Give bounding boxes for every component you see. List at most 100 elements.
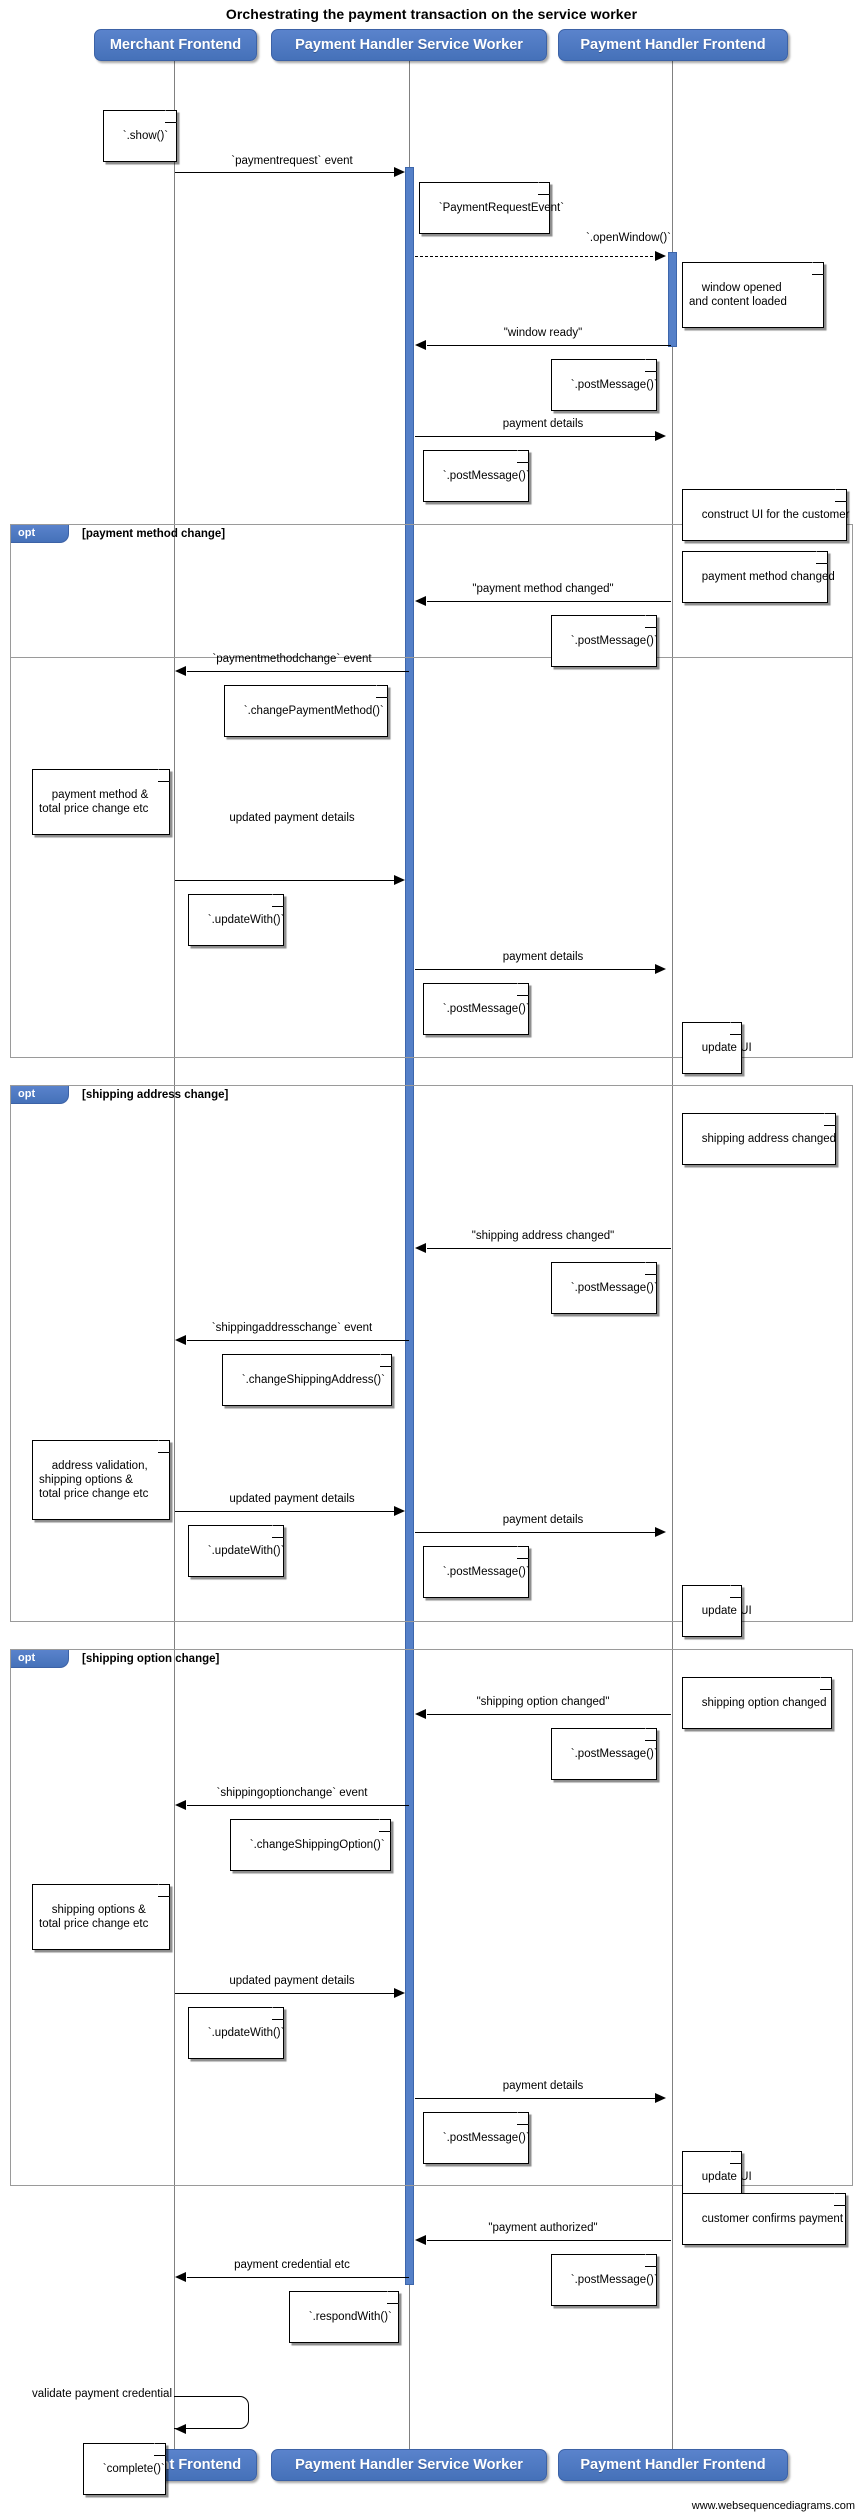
fragment-payment-method-change-body: [10, 524, 853, 1058]
arrowhead-m14: [175, 1800, 186, 1810]
arrowhead-m3: [415, 340, 426, 350]
credit-footer: www.websequencediagrams.com: [691, 2500, 855, 2512]
arrowhead-m7: [394, 875, 405, 885]
message-arrow-m16: [415, 2098, 658, 2099]
message-arrow-m11: [175, 1511, 398, 1512]
message-arrow-m9: [427, 1248, 671, 1249]
actor-bottom-frontend[interactable]: Payment Handler Frontend: [558, 2449, 788, 2481]
note-change-shipping-address: `.changeShippingAddress()`: [222, 1354, 392, 1406]
actor-bottom-service-worker[interactable]: Payment Handler Service Worker: [271, 2449, 547, 2481]
message-label-m9e: "shipping address changed": [471, 1230, 615, 1242]
message-arrow-m6: [187, 671, 409, 672]
message-label-m6b: `paymentmethodchange` event: [212, 653, 372, 665]
message-arrow-m13: [427, 1714, 671, 1715]
message-label-m18b: payment credential etc: [234, 2259, 350, 2271]
arrowhead-m8: [655, 964, 666, 974]
note-address-validation: address validation, shipping options & t…: [32, 1440, 170, 1520]
arrowhead-m2: [655, 251, 666, 261]
actor-top-frontend[interactable]: Payment Handler Frontend: [558, 29, 788, 61]
page-title: Orchestrating the payment transaction on…: [225, 6, 638, 22]
message-label-m8: payment details: [502, 951, 584, 963]
note-shipping-option-changed: shipping option changed: [682, 1677, 832, 1729]
note-update-with-1: `.updateWith()`: [188, 894, 284, 946]
message-label-m13: "shipping option changed": [476, 1696, 610, 1708]
note-payment-request-event: `PaymentRequestEvent`: [419, 182, 564, 234]
fragment-condition-3: [shipping option change]: [82, 1653, 220, 1665]
fragment-label-opt-2: opt: [11, 1086, 69, 1104]
fragment-label-opt-3: opt: [11, 1650, 69, 1668]
message-arrow-m4: [415, 436, 658, 437]
arrowhead-m19: [175, 2424, 186, 2434]
fragment-shipping-address-change: [10, 1085, 853, 1622]
lifeline-frontend: [672, 61, 673, 2451]
note-postmessage-6: `.postMessage()`: [423, 1546, 530, 1598]
message-label-m4: payment details: [502, 418, 584, 430]
actor-top-service-worker[interactable]: Payment Handler Service Worker: [271, 29, 547, 61]
note-update-ui-1: update UI: [682, 1022, 752, 1074]
arrowhead-m17: [415, 2235, 426, 2245]
message-label-m19: validate payment credential: [32, 2388, 172, 2400]
message-label-m3: "window ready": [503, 327, 583, 339]
note-change-shipping-option: `.changeShippingOption()`: [230, 1819, 391, 1871]
message-arrow-m18: [187, 2277, 409, 2278]
fragment-condition-2: [shipping address change]: [82, 1089, 229, 1101]
message-label-m5: "payment method changed": [472, 583, 614, 595]
fragment-label-opt-1: opt: [11, 525, 69, 543]
message-arrow-m15: [175, 1993, 398, 1994]
activation-service-worker: [405, 167, 414, 2285]
note-postmessage-7: `.postMessage()`: [551, 1728, 658, 1780]
message-label-m14: `shippingoptionchange` event: [216, 1787, 368, 1799]
lifeline-merchant: [174, 61, 175, 2451]
message-label-m17: "payment authorized": [488, 2222, 598, 2234]
message-label-m7: updated payment details: [229, 812, 355, 824]
arrowhead-m1: [394, 167, 405, 177]
note-postmessage-4: `.postMessage()`: [423, 983, 530, 1035]
note-show: `.show()`: [103, 110, 177, 162]
message-arrow-m8: [415, 969, 658, 970]
note-update-ui-2: update UI: [682, 1585, 752, 1637]
arrowhead-m9: [415, 1243, 426, 1253]
message-label-m2: `.openWindow()`: [586, 232, 671, 244]
arrowhead-m10: [175, 1335, 186, 1345]
message-label-m11: updated payment details: [229, 1493, 355, 1505]
note-update-with-3: `.updateWith()`: [188, 2007, 284, 2059]
arrowhead-m11: [394, 1506, 405, 1516]
note-payment-method-changed: payment method changed: [682, 551, 835, 603]
note-payment-method-price-change-b: payment method & total price change etc: [32, 769, 170, 835]
fragment-condition-1: [payment method change]: [82, 528, 226, 540]
note-postmessage-2: `.postMessage()`: [423, 450, 530, 502]
message-arrow-m5: [427, 601, 671, 602]
note-postmessage-9: `.postMessage()`: [551, 2254, 658, 2306]
note-customer-confirms-payment: customer confirms payment: [682, 2193, 846, 2245]
message-arrow-m17: [427, 2240, 671, 2241]
self-message-validate-credential: [174, 2396, 249, 2429]
note-postmessage-3: `.postMessage()`: [551, 615, 658, 667]
arrowhead-m6: [175, 666, 186, 676]
message-label-m16: payment details: [502, 2080, 584, 2092]
activation-frontend-open: [668, 252, 677, 347]
arrowhead-m18: [175, 2272, 186, 2282]
arrowhead-m15: [394, 1988, 405, 1998]
fragment-shipping-option-change: [10, 1649, 853, 2186]
message-arrow-m10: [187, 1340, 409, 1341]
note-change-payment-method: `.changePaymentMethod()`: [224, 685, 388, 737]
arrowhead-m4: [655, 431, 666, 441]
arrowhead-m12: [655, 1527, 666, 1537]
message-label-m10: `shippingaddresschange` event: [211, 1322, 373, 1334]
arrowhead-m5: [415, 596, 426, 606]
message-arrow-m1: [175, 172, 398, 173]
message-label-m15: updated payment details: [229, 1975, 355, 1987]
note-shipping-options-price-change: shipping options & total price change et…: [32, 1884, 170, 1950]
message-arrow-m7b: [175, 880, 398, 881]
arrowhead-m16: [655, 2093, 666, 2103]
actor-top-merchant[interactable]: Merchant Frontend: [94, 29, 257, 61]
note-postmessage-8: `.postMessage()`: [423, 2112, 530, 2164]
message-arrow-m2: [415, 256, 658, 257]
message-label-m12l: payment details: [502, 1514, 584, 1526]
message-arrow-m3: [427, 345, 671, 346]
note-update-with-2: `.updateWith()`: [188, 1525, 284, 1577]
note-shipping-address-changed: shipping address changed: [682, 1113, 836, 1165]
note-construct-ui: construct UI for the customer: [682, 489, 849, 541]
note-window-opened: window opened and content loaded: [682, 262, 824, 328]
